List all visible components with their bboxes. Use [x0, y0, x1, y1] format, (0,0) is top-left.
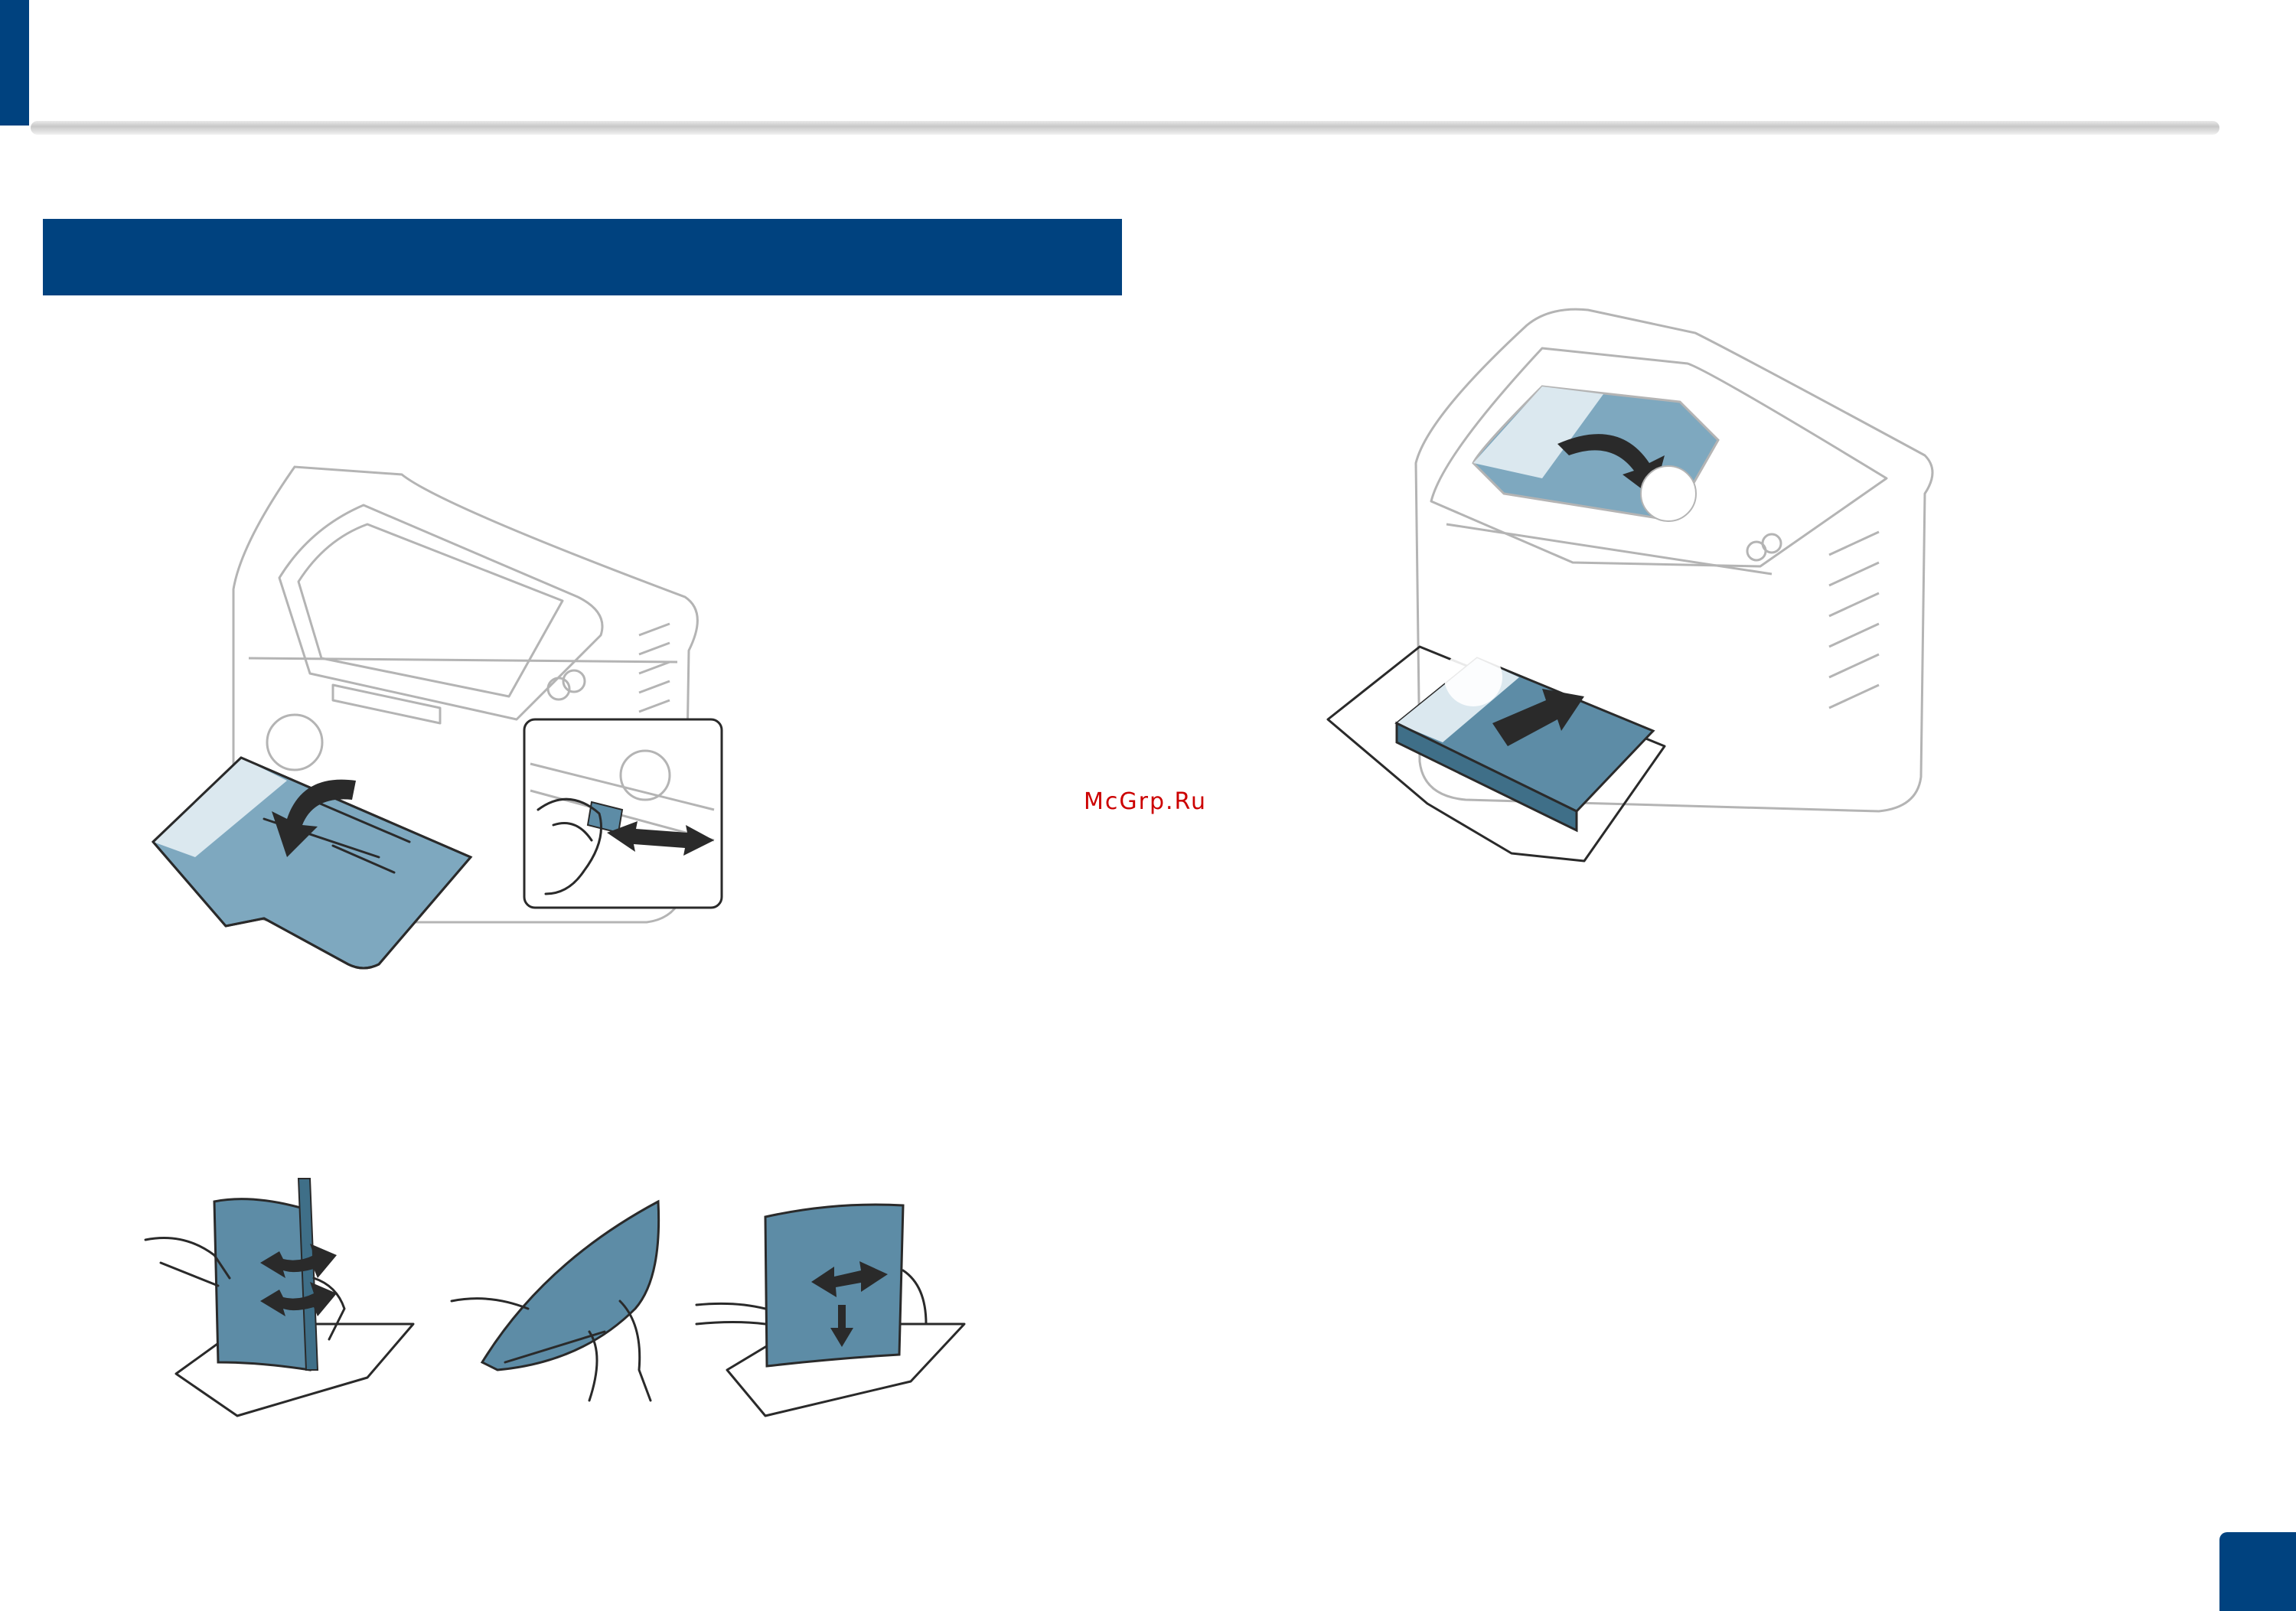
header-divider	[31, 121, 2219, 135]
fan-paper-illustrations	[144, 1178, 966, 1417]
align-paper-illustration	[695, 1203, 966, 1417]
flex-paper-illustration	[144, 1178, 415, 1417]
page-number-tab[interactable]	[2219, 1532, 2296, 1611]
curved-arrow-down-icon	[272, 779, 356, 857]
insert-arrow-icon	[1492, 689, 1584, 746]
corner-accent-tab	[0, 0, 29, 126]
watermark-text: McGrp.Ru	[1084, 788, 1208, 815]
section-heading-bar	[43, 219, 1122, 295]
printer-paper-loaded-illustration	[1326, 308, 1934, 863]
printer-tray-open-illustration	[151, 465, 699, 970]
fan-paper-illustration	[450, 1199, 660, 1402]
double-arrow-icon	[607, 821, 714, 856]
curved-arrow-icon	[1557, 434, 1665, 497]
paper-guide-adjust-inset	[523, 718, 723, 909]
